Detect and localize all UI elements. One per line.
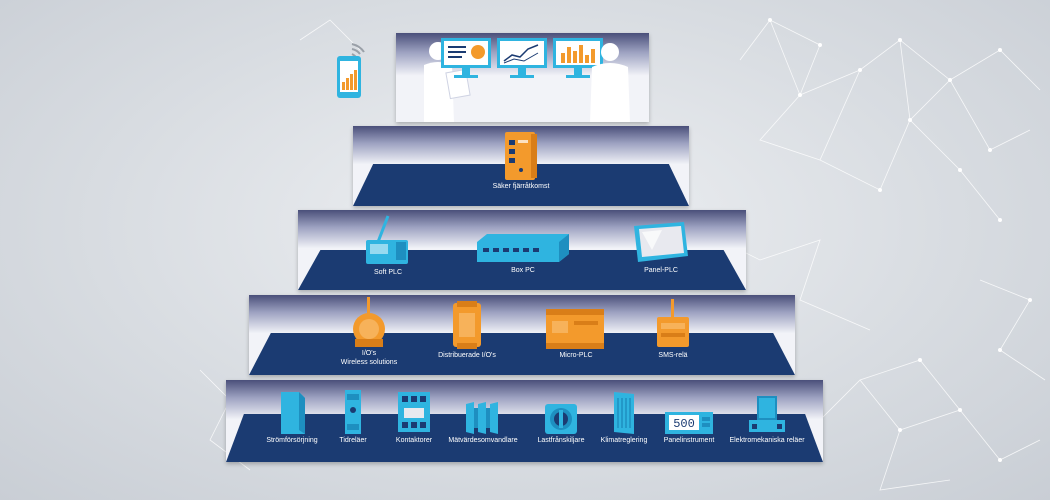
item-secure-remote-access: Säker fjärråtkomst	[491, 130, 551, 191]
label-soft-plc: Soft PLC	[373, 269, 402, 276]
label-wireless-io: I/O's	[361, 350, 377, 357]
item-electromechanical-relay: Elektromekaniska reläer	[724, 394, 810, 445]
sms-relay-icon	[657, 299, 689, 347]
electromechanical-relay-icon	[749, 396, 785, 432]
tier-remote-access: Säker fjärråtkomst	[353, 126, 689, 206]
person-standing-icon	[590, 43, 630, 122]
label-box-pc: Box PC	[511, 267, 535, 274]
label-panel-plc: Panel-PLC	[644, 267, 678, 274]
load-switch-icon	[545, 404, 577, 434]
monitor-chart	[496, 37, 548, 81]
transducer-icon	[466, 402, 498, 434]
time-relay-icon	[345, 390, 361, 434]
item-contactor: Kontaktorer	[386, 388, 442, 445]
label-electromechanical-relay: Elektromekaniska reläer	[729, 437, 805, 444]
soft-plc-icon	[366, 215, 408, 264]
item-sms-relay: SMS-relä	[645, 297, 701, 360]
tier-io-devices: I/O's Wireless solutions Distribuerade I…	[249, 295, 795, 375]
label-climate-control: Klimatreglering	[600, 437, 648, 444]
label-distributed-io: Distribuerade I/O's	[438, 352, 496, 359]
tier-components: Strömförsörjning Tidreläer Kontaktorer	[226, 380, 823, 462]
secure-router-icon	[505, 132, 537, 180]
item-panel-meter: 500 Panelinstrument	[658, 410, 720, 445]
label-contactor: Kontaktorer	[395, 437, 433, 444]
power-supply-icon	[281, 392, 305, 434]
item-climate-control: Klimatreglering	[596, 390, 652, 445]
panel-meter-display: 500	[673, 417, 695, 431]
label-load-switch: Lastfrånskiljare	[537, 437, 585, 444]
label-sms-relay: SMS-relä	[658, 352, 688, 359]
climate-control-icon	[614, 392, 634, 434]
label-micro-plc: Micro-PLC	[559, 352, 593, 359]
item-wireless-io: I/O's Wireless solutions	[329, 295, 409, 367]
distributed-io-icon	[453, 301, 481, 349]
box-pc-icon	[477, 234, 569, 262]
item-power-supply: Strömförsörjning	[262, 390, 322, 445]
item-time-relay: Tidreläer	[330, 388, 376, 445]
tier-floor	[226, 414, 823, 462]
label-panel-meter: Panelinstrument	[663, 437, 715, 444]
bar-chart-monitor-icon	[553, 38, 603, 78]
label-time-relay: Tidreläer	[339, 437, 367, 444]
item-soft-plc: Soft PLC	[358, 212, 418, 277]
monitor-bars	[552, 37, 604, 81]
wireless-io-icon	[353, 297, 385, 347]
tier-management	[396, 33, 649, 122]
tier-floor	[249, 333, 795, 375]
label-wireless-solutions: Wireless solutions	[340, 359, 398, 366]
micro-plc-icon	[546, 309, 604, 349]
contactor-icon	[398, 392, 430, 432]
item-distributed-io: Distribuerade I/O's	[429, 299, 505, 360]
monitor-dashboard	[440, 37, 492, 81]
item-panel-plc: Panel-PLC	[628, 220, 694, 275]
item-box-pc: Box PC	[470, 232, 576, 275]
item-micro-plc: Micro-PLC	[539, 307, 613, 360]
item-transducer: Mätvärdesomvandlare	[440, 400, 526, 445]
panel-plc-icon	[634, 222, 688, 262]
label-power-supply: Strömförsörjning	[266, 437, 318, 444]
label-transducer: Mätvärdesomvandlare	[448, 437, 518, 444]
dashboard-monitor-icon	[441, 38, 491, 78]
panel-meter-icon: 500	[665, 412, 713, 434]
label-secure-remote-access: Säker fjärråtkomst	[492, 183, 550, 190]
tier-controllers: Soft PLC Box PC Panel-PLC	[298, 210, 746, 290]
smartphone-icon	[334, 40, 368, 105]
item-load-switch: Lastfrånskiljare	[526, 400, 596, 445]
chart-monitor-icon	[497, 38, 547, 78]
